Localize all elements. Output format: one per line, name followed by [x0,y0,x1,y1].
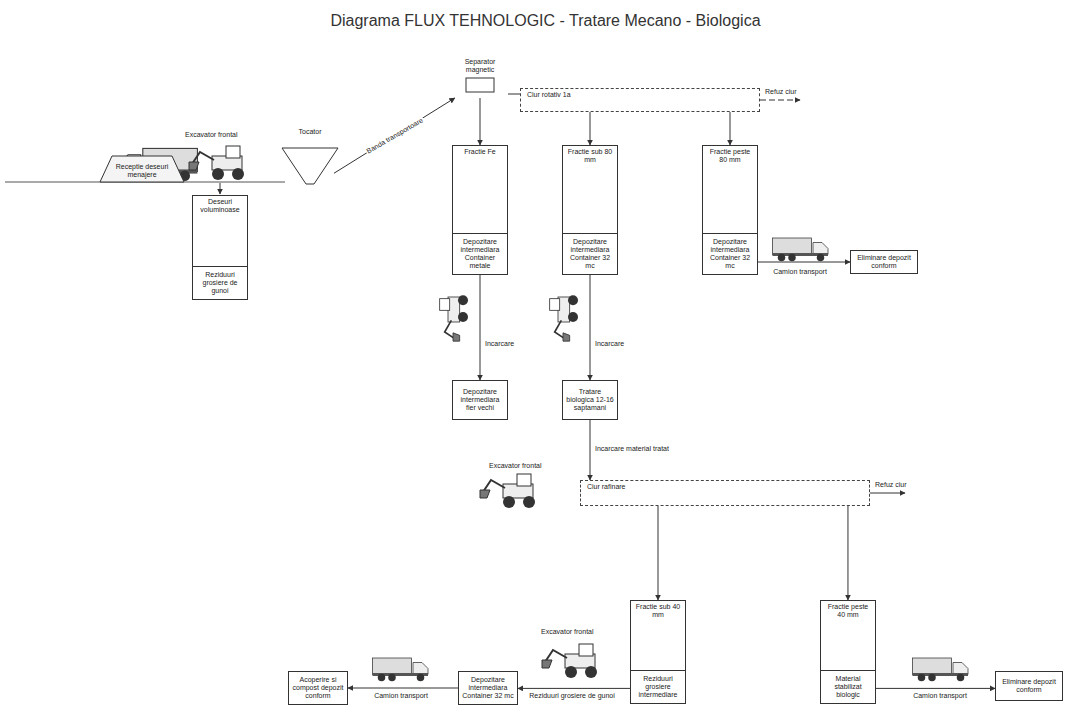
hopper-outline [280,128,340,186]
node-text: Depozitare intermediara Container 32 mc [703,233,757,274]
node-text: Deseuri voluminoase [193,196,247,216]
node-text: Tocator [280,128,340,136]
annotation-label: Receptie deseuri menajere [105,163,179,179]
storage-container: Fractie Fe Depozitare intermediara Contai… [452,145,508,275]
node-text: Ciur rotativ 1a [527,91,753,99]
connector-label: Camion transport [912,692,968,700]
connector-label: Incarcare [594,340,625,348]
connector-label: Camion transport [373,692,429,700]
reject-arrow [760,100,800,101]
rotary-screen: Ciur rotativ 1a [520,88,760,112]
annotation-label: Excavator frontal [540,628,595,636]
front-loader [480,474,535,508]
transport-truck [373,658,429,681]
node-text: Tratare biologica 12-16 saptamani [565,388,615,412]
storage-container: Fractie peste 40 mm Material stabilizat b… [820,600,876,704]
flow-connector [348,688,458,689]
flow-arrow [220,183,221,194]
flow-connector [758,262,850,263]
node-text: Fractie sub 80 mm [563,146,617,166]
process-box: Tratare biologica 12-16 saptamani [562,380,618,420]
waste-pile [100,156,184,182]
flow-connector [518,688,630,689]
node-text: Separator magnetic [452,58,508,74]
node-text: Fractie sub 40 mm [631,601,685,621]
node-text: Reziduuri grosiere intermediare [631,670,685,703]
node-text: Depozitare intermediara Container 32 mc [563,233,617,274]
node-text: Reziduuri grosiere de gunoi [193,266,247,299]
flow-connector [658,506,659,600]
storage-container: Fractie peste 80 mm Depozitare intermedia… [702,145,758,275]
node-text: Fractie peste 40 mm [821,601,875,621]
node-text: Depozitare intermediara fier vechi [455,388,505,412]
flow-connector [590,275,591,380]
node-text: Ciur rafinare [587,483,863,491]
connector-label: Banda transportoare [364,116,425,156]
process-box: Depozitare intermediara fier vechi [452,380,508,420]
process-box: Eliminare depozit conform [995,671,1063,701]
process-box: Depozitare intermediara Container 32 mc [458,671,518,705]
node-text: Eliminare depozit conform [998,678,1060,694]
transport-truck [913,658,969,681]
node-text: Acoperire si compost depozit conform [291,676,345,700]
node-text: Fractie Fe [453,146,507,158]
storage-container: Fractie sub 80 mm Depozitare intermediara… [562,145,618,275]
annotation-label: Excavator frontal [488,462,543,470]
flow-connector [590,420,591,480]
node-text: Fractie peste 80 mm [703,146,757,166]
magnetic-separator: Separator magnetic [452,58,508,98]
transport-truck [773,238,829,261]
flow-connector [590,112,591,145]
hopper: Tocator [280,128,340,186]
connector-label: Incarcare material tratat [594,445,670,453]
diagram-title: Diagrama FLUX TEHNOLOGIC - Tratare Mecan… [0,12,1091,30]
rotary-screen: Ciur rafinare [580,480,870,506]
flow-connector [480,275,481,380]
front-loader [189,146,244,180]
connector-label: Camion transport [772,268,828,276]
storage-container: Deseuri voluminoaseReziduuri grosiere de… [192,195,248,300]
flow-connector [334,98,455,173]
front-loader [440,295,468,341]
flow-connector [480,98,481,145]
node-text: Material stabilizat biologic [821,670,875,703]
storage-container: Fractie sub 40 mm Reziduuri grosiere inte… [630,600,686,704]
flow-connector [847,506,848,600]
process-box: Eliminare depozit conform [850,250,918,274]
node-text: Eliminare depozit conform [853,254,915,270]
flow-connector [508,94,520,95]
connector-label: Incarcare [484,340,515,348]
front-loader [550,295,578,341]
flow-connector [730,112,731,145]
connector-label: Reziduuri grosiere de gunoi [528,692,616,700]
annotation-label: Refuz ciur [874,481,908,489]
reject-arrow [870,493,905,494]
flow-connector [876,688,995,689]
node-text: Depozitare intermediara Container 32 mc [461,676,515,700]
process-box: Acoperire si compost depozit conform [288,671,348,705]
node-text: Depozitare intermediara Container metale [453,233,507,274]
annotation-label: Refuz ciur [764,88,798,96]
annotation-label: Excavator frontal [184,131,239,139]
front-loader [542,644,597,678]
